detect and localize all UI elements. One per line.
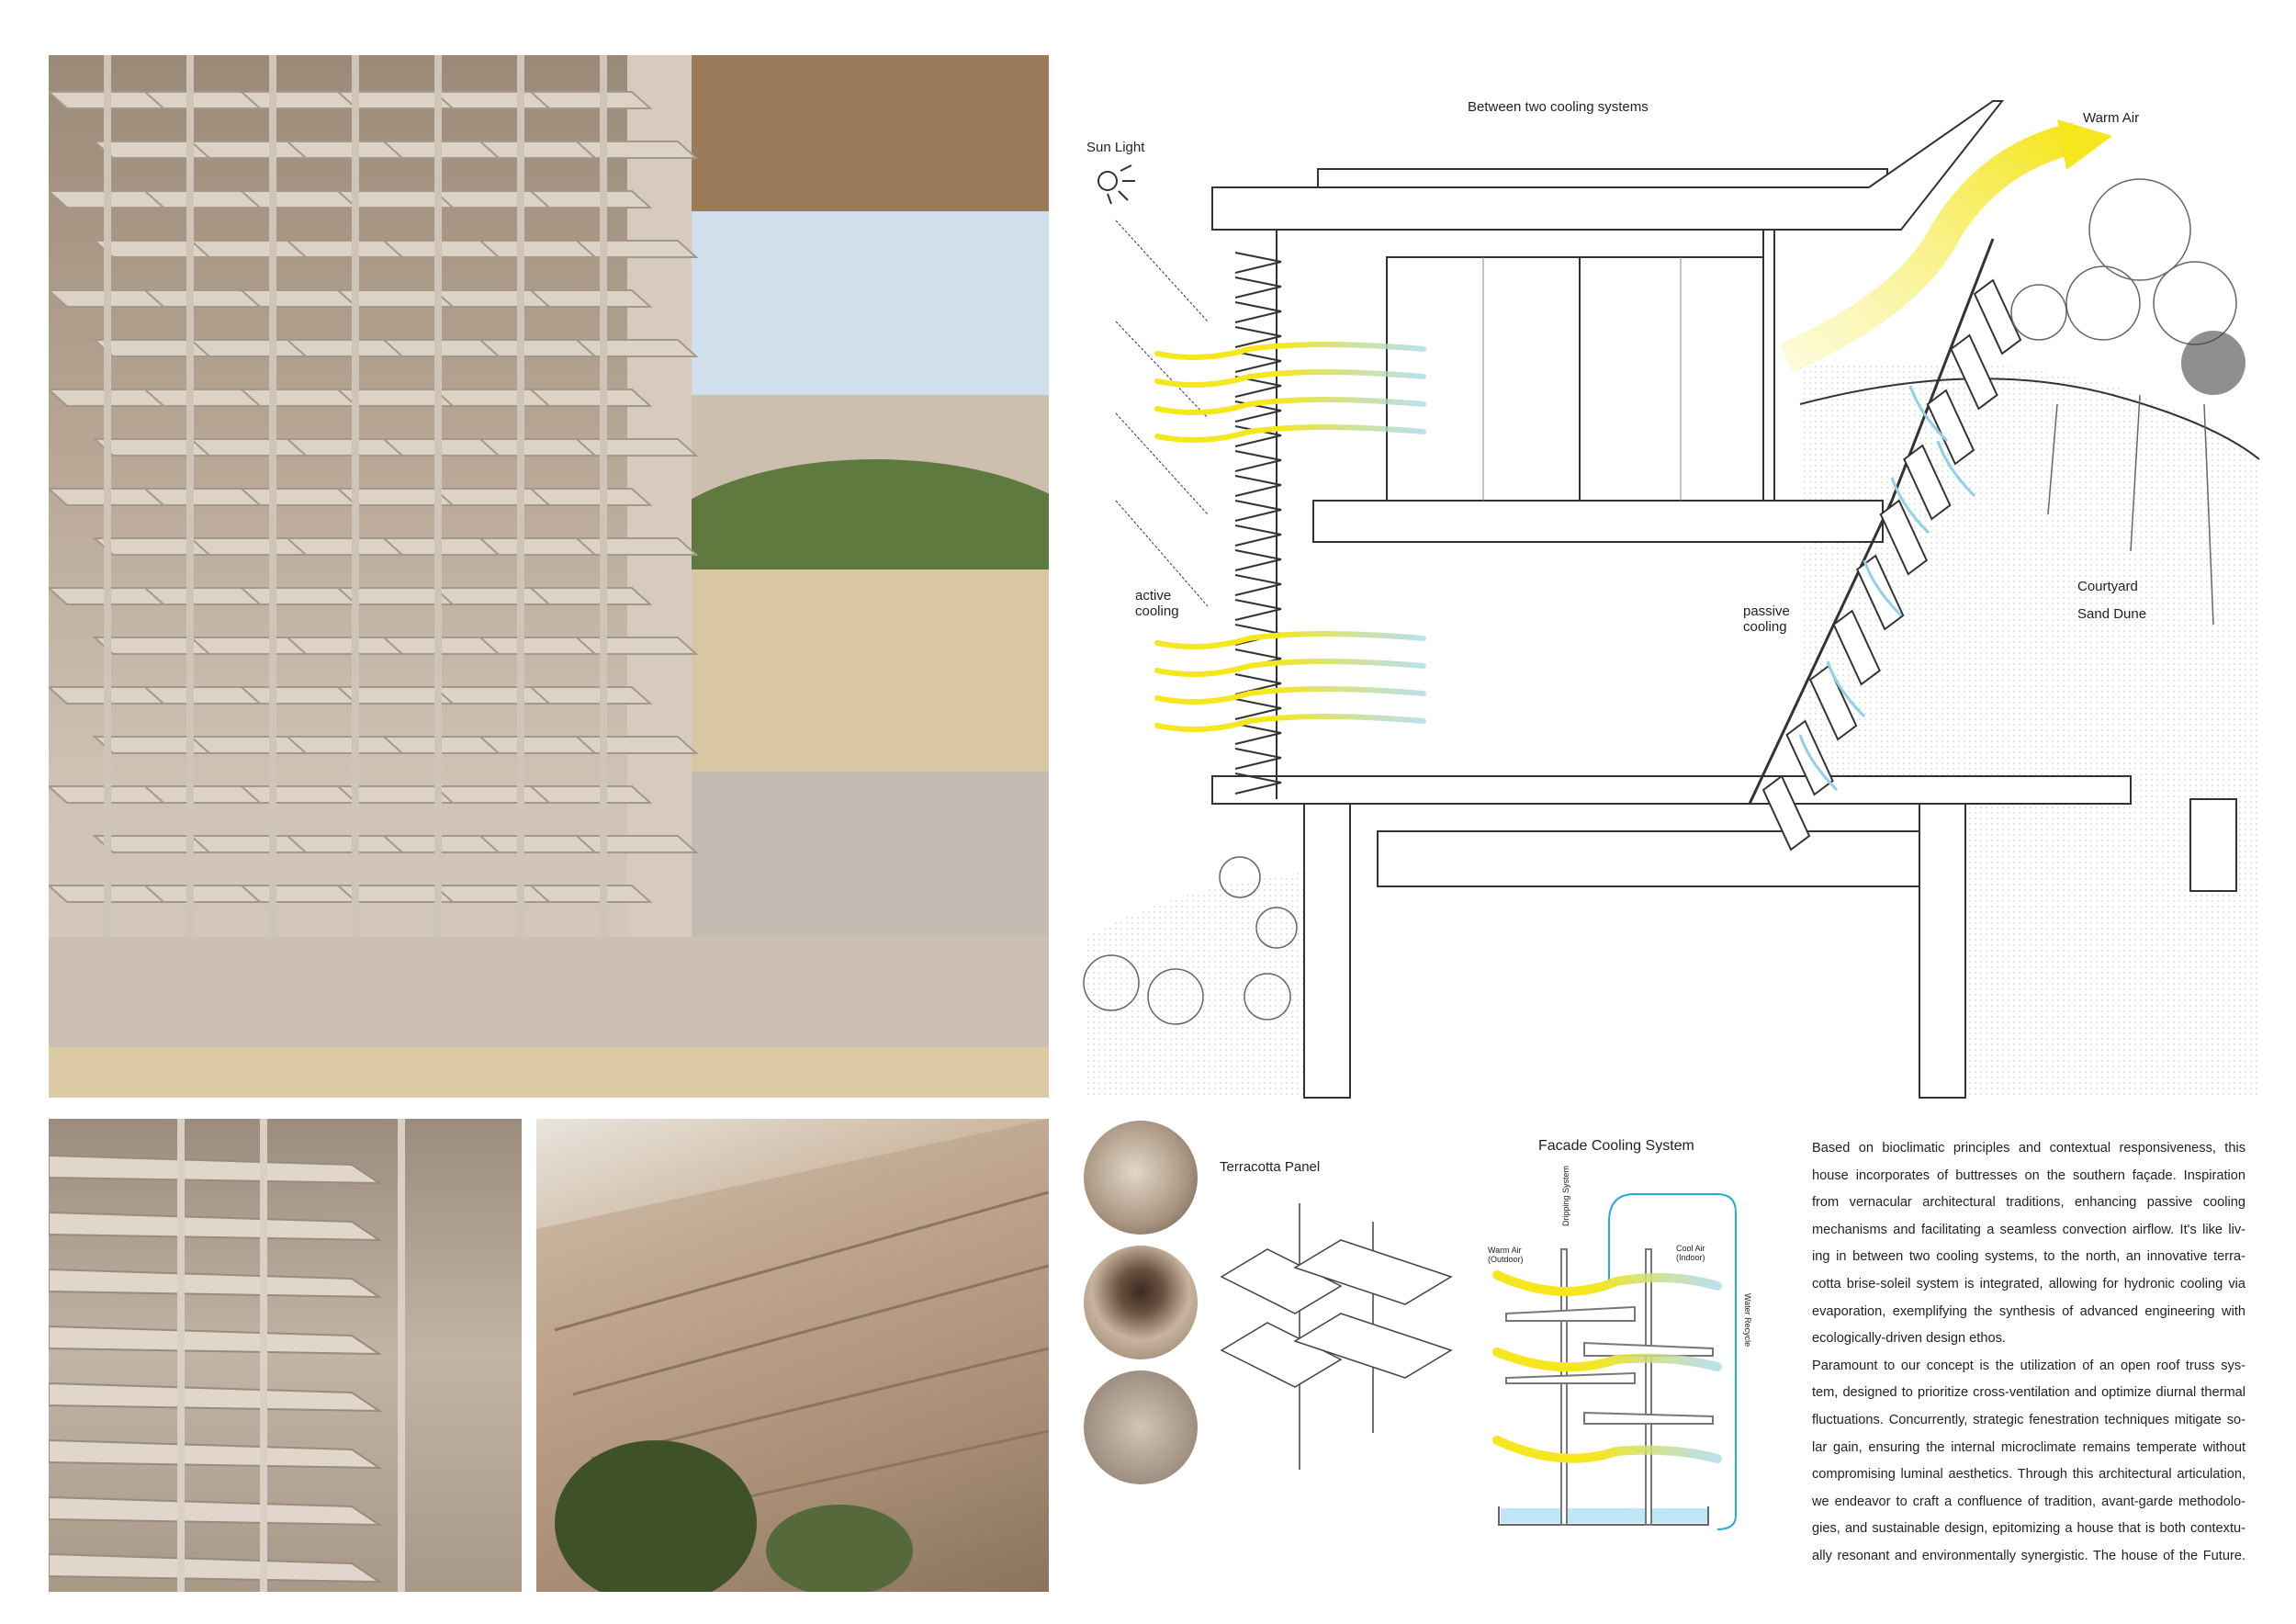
description-paragraph-1: Based on bioclimatic principles and cont… xyxy=(1812,1141,2245,1347)
terracotta-texture-swatch xyxy=(1084,1121,1198,1235)
description-paragraph-2: Paramount to our concept is the utilizat… xyxy=(1812,1358,2245,1563)
sand-dune-label: Sand Dune xyxy=(2077,606,2147,622)
facade-render-photo xyxy=(49,55,1049,1098)
sun-light-label: Sun Light xyxy=(1086,140,1145,155)
courtyard-label: Courtyard xyxy=(2077,579,2138,594)
water-recycle-label: Water Recycle xyxy=(1743,1293,1752,1348)
brise-soleil-render xyxy=(49,55,1049,1098)
sun-icon xyxy=(1097,171,1118,191)
warm-air-outdoor-label: Warm Air(Outdoor) xyxy=(1488,1246,1524,1264)
clay-block-swatch xyxy=(1084,1370,1198,1484)
interior-louver-photo xyxy=(49,1119,522,1592)
buttress-wall-photo xyxy=(536,1119,1049,1592)
dripping-system-label: Dripping System xyxy=(1561,1165,1570,1226)
warm-air-label: Warm Air xyxy=(2083,110,2140,126)
project-description: Based on bioclimatic principles and cont… xyxy=(1812,1135,2245,1571)
terracotta-panel-label: Terracotta Panel xyxy=(1220,1159,1321,1175)
cool-air-indoor-label: Cool Air(Indoor) xyxy=(1676,1244,1705,1262)
terracotta-pot-swatch xyxy=(1084,1246,1198,1359)
facade-diagram-title: Facade Cooling System xyxy=(1538,1138,1694,1154)
section-title: Between two cooling systems xyxy=(1468,99,1649,115)
